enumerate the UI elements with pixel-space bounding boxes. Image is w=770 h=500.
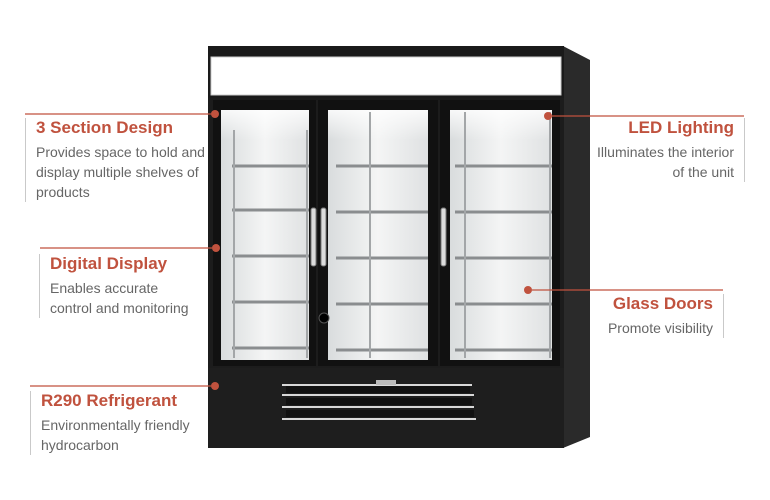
- callout-title: R290 Refrigerant: [41, 391, 178, 410]
- door-right: [440, 100, 560, 366]
- door-handles: [310, 207, 447, 267]
- dot-refrigerant: [211, 382, 219, 390]
- shelf-uprights: [233, 112, 551, 358]
- callout-title: Digital Display: [50, 254, 168, 273]
- dot-section-design: [211, 110, 219, 118]
- door-center: [318, 100, 438, 366]
- door-lock: [318, 312, 330, 324]
- callout-title: Glass Doors: [612, 294, 713, 313]
- callout-desc: Provides space to hold and display multi…: [36, 144, 205, 200]
- header-light-panel: [210, 56, 562, 96]
- shelves: [232, 164, 552, 352]
- vent-slots: [286, 386, 474, 417]
- callout-dots: [211, 110, 552, 390]
- callout-glass-doors: Glass Doors Promote visibility: [563, 294, 724, 338]
- callout-section-design: 3 Section Design Provides space to hold …: [25, 118, 236, 202]
- callout-desc: Environmentally friendly hydrocarbon: [41, 417, 190, 453]
- dot-led-lighting: [544, 112, 552, 120]
- callout-title: LED Lighting: [628, 118, 734, 137]
- callout-title: 3 Section Design: [36, 118, 173, 137]
- callout-refrigerant: R290 Refrigerant Environmentally friendl…: [30, 391, 216, 455]
- cabinet-side-panel: [563, 46, 590, 448]
- callout-desc: Illuminates the interior of the unit: [597, 144, 734, 180]
- door-left: [213, 100, 316, 366]
- callout-desc: Promote visibility: [607, 320, 713, 336]
- callout-led-lighting: LED Lighting Illuminates the interior of…: [559, 118, 745, 182]
- digital-display-panel: [376, 380, 396, 385]
- callout-digital-display: Digital Display Enables accurate control…: [39, 254, 220, 318]
- leader-lines: [25, 113, 744, 387]
- callout-desc: Enables accurate control and monitoring: [50, 280, 189, 316]
- dot-glass-doors: [524, 286, 532, 294]
- dot-digital-display: [212, 244, 220, 252]
